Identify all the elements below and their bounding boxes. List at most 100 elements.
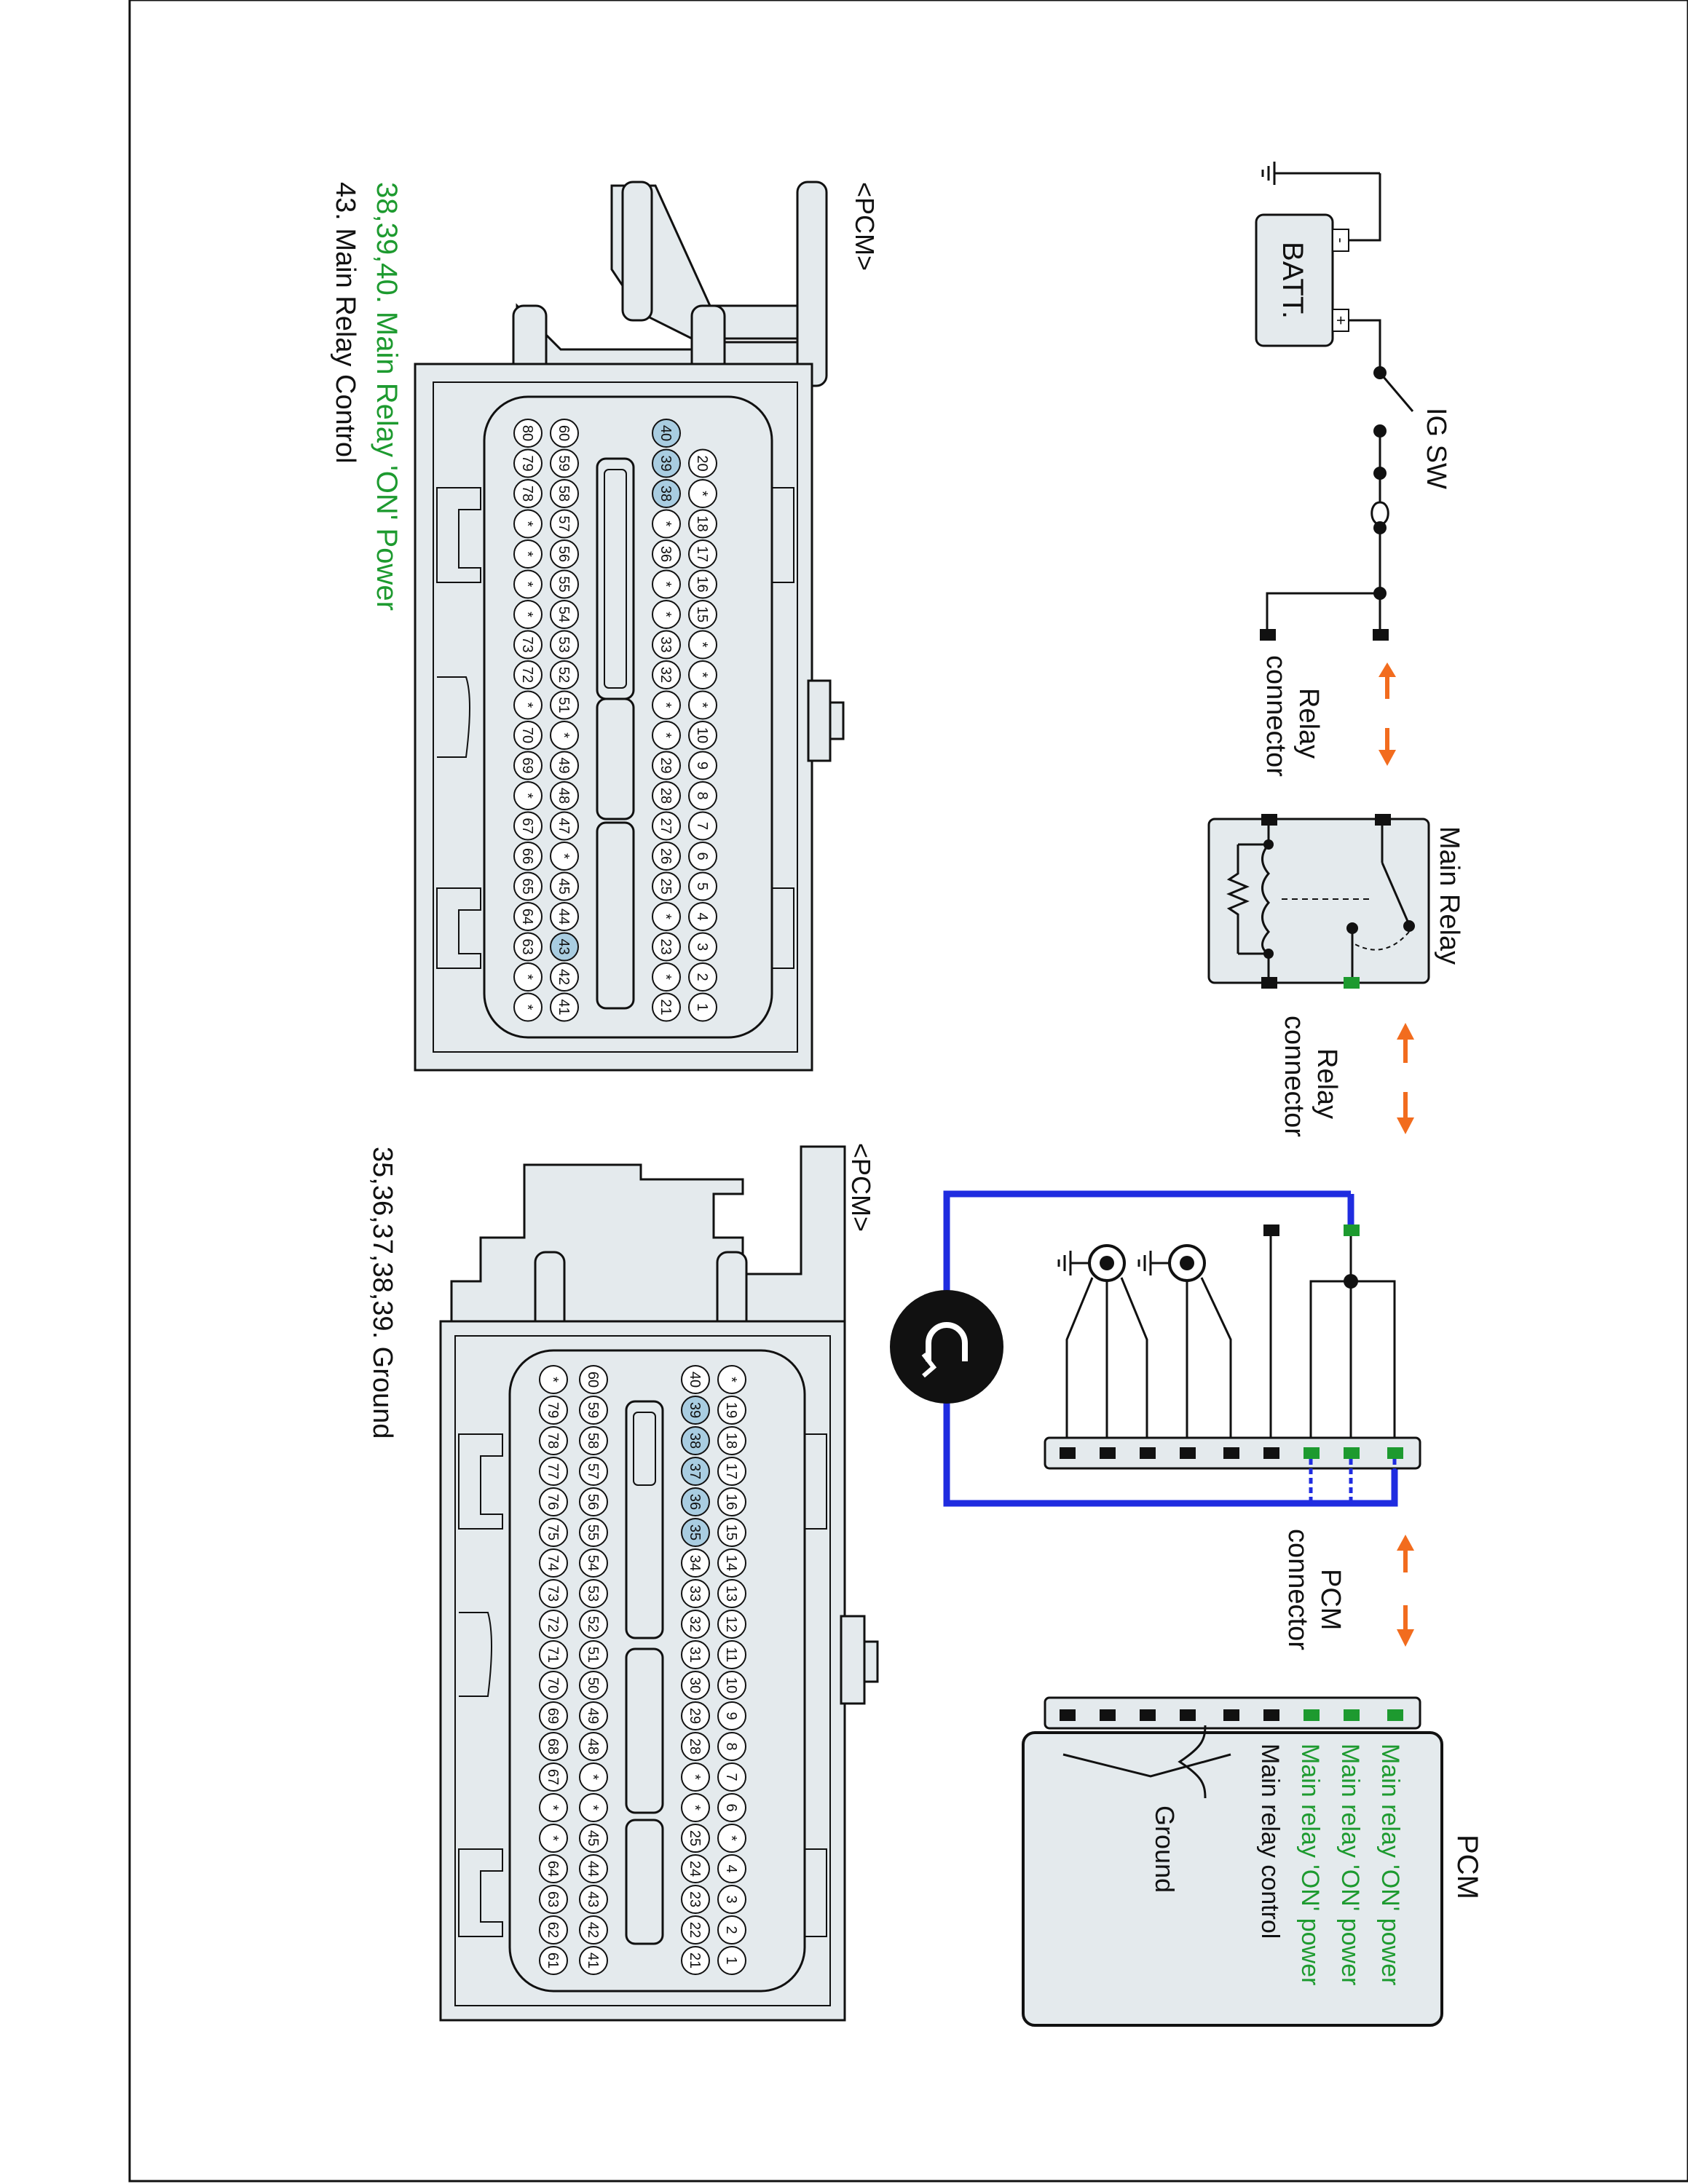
pin-label: *: [556, 853, 572, 859]
pin-label: 72: [545, 1616, 561, 1632]
pin-circle: [681, 1579, 710, 1608]
pin-circle: [513, 962, 543, 992]
pin-circle: [652, 811, 681, 841]
pin-circle: [688, 992, 717, 1022]
pin-circle: [717, 1518, 746, 1547]
relay-connector-label-2a: Relay: [1312, 1048, 1342, 1119]
pin-label: 23: [687, 1891, 703, 1907]
pin-circle: [688, 569, 717, 599]
pin-circle: [539, 1762, 568, 1792]
pin-circle: [652, 600, 681, 629]
pin-label: 57: [556, 515, 572, 531]
pin-circle: [579, 1457, 608, 1486]
pin-circle: [513, 569, 543, 599]
pin-label: *: [556, 732, 572, 738]
pin-circle: [550, 419, 579, 448]
pin-circle: [652, 902, 681, 931]
pcm-strip-pins: [1060, 1709, 1403, 1721]
pin-circle: [717, 1426, 746, 1455]
pin-label: 10: [694, 727, 710, 743]
pin-circle: [652, 721, 681, 750]
pin-circle: [688, 871, 717, 901]
pcm-title: PCM: [1451, 1835, 1483, 1899]
pin-label: 39: [658, 455, 674, 471]
pin-circle: [550, 539, 579, 569]
pin-circle: [550, 871, 579, 901]
pin-circle: [681, 1426, 710, 1455]
pin-label: 68: [545, 1738, 561, 1754]
connector-arrow: [1379, 662, 1396, 766]
pin-circle: [688, 630, 717, 660]
pin-circle: [717, 1640, 746, 1669]
pin-label: 26: [658, 848, 674, 864]
pin-circle: [513, 419, 543, 448]
pin-circle: [652, 781, 681, 810]
pin-label: 12: [723, 1616, 739, 1632]
pcm-connector-a: 20*18171615***10987654321403938*36**3332…: [414, 181, 880, 1072]
pin-circle: [688, 721, 717, 750]
pin-circle: [688, 751, 717, 780]
pin-label: *: [585, 1774, 601, 1780]
pin-circle: [579, 1732, 608, 1761]
pin-circle: [688, 509, 717, 539]
pin-label: 60: [585, 1372, 601, 1388]
pin-label: *: [545, 1805, 561, 1811]
pin-circle: [579, 1610, 608, 1639]
pcm-line-4: Main relay control: [1256, 1744, 1284, 1939]
pin-label: 52: [585, 1616, 601, 1632]
pin-circle: [717, 1854, 746, 1883]
pin-label: 70: [545, 1677, 561, 1693]
ground-icon: [1137, 1244, 1206, 1282]
pin-label: *: [694, 703, 710, 708]
connector-b-pins: *191817161514131211109876*43214039383736…: [539, 1365, 746, 1975]
pin-label: 48: [585, 1738, 601, 1754]
pin-circle: [681, 1854, 710, 1883]
pin-label: 21: [687, 1952, 703, 1969]
pin-label: 15: [694, 606, 710, 622]
pin-circle: [539, 1518, 568, 1547]
pin-label: 13: [723, 1586, 739, 1602]
pin-label: 36: [687, 1494, 703, 1510]
pin-label: 19: [723, 1402, 739, 1418]
connector-a-caption-black: 43. Main Relay Control: [330, 182, 360, 464]
pin-label: 74: [545, 1555, 561, 1571]
pin-label: *: [519, 1005, 535, 1010]
pin-circle: [513, 448, 543, 478]
pin-circle: [681, 1457, 710, 1486]
pin-circle: [688, 479, 717, 508]
pin-label: 2: [723, 1926, 739, 1934]
pin-circle: [688, 902, 717, 931]
pin-label: 51: [556, 697, 572, 713]
pin-label: *: [658, 582, 674, 587]
pin-circle: [717, 1671, 746, 1700]
pin-label: 14: [723, 1555, 739, 1571]
pin-label: 56: [556, 546, 572, 562]
pin-circle: [539, 1579, 568, 1608]
pin-circle: [550, 630, 579, 660]
pin-circle: [681, 1365, 710, 1394]
pin-circle: [717, 1885, 746, 1914]
pin-circle: [513, 539, 543, 569]
pin-circle: [717, 1701, 746, 1730]
connector-a-pins: 20*18171615***10987654321403938*36**3332…: [513, 419, 717, 1022]
pin-label: 39: [687, 1402, 703, 1418]
battery-positive-wire: [1349, 319, 1381, 371]
pin-circle: [717, 1824, 746, 1853]
pin-label: 73: [519, 636, 535, 652]
pin-label: 47: [556, 818, 572, 834]
pin-label: 79: [519, 455, 535, 471]
pin-circle: [652, 660, 681, 689]
pin-label: 6: [694, 852, 710, 860]
pin-label: 67: [519, 818, 535, 834]
pin-circle: [681, 1671, 710, 1700]
pin-circle: [539, 1824, 568, 1853]
pin-label: 15: [723, 1524, 739, 1540]
pin-circle: [688, 962, 717, 992]
battery-plus: +: [1332, 316, 1350, 325]
pcm-line-2: Main relay 'ON' power: [1336, 1744, 1364, 1985]
pin-circle: [652, 962, 681, 992]
pin-label: 18: [723, 1433, 739, 1449]
pin-label: 43: [585, 1891, 601, 1907]
pin-label: *: [658, 612, 674, 617]
pcm-connector-b: *191817161514131211109876*43214039383736…: [439, 1143, 879, 2022]
